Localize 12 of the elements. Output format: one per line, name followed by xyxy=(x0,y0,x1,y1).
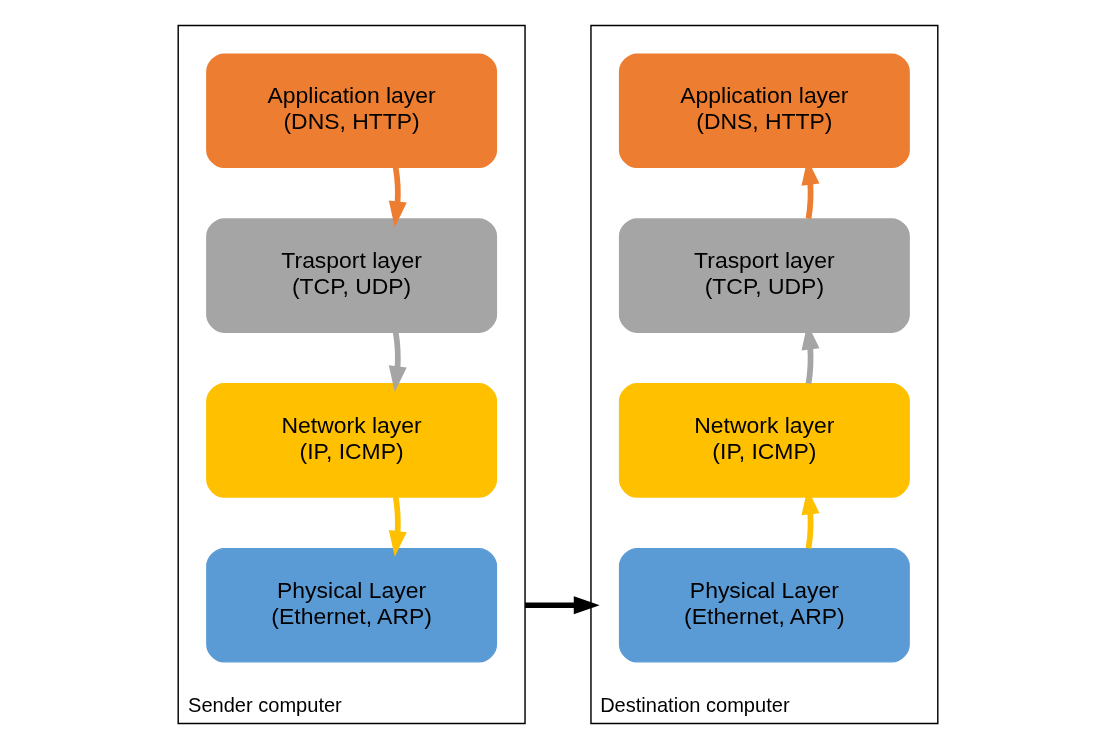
node-box: Trasport layer (TCP, UDP) xyxy=(205,218,497,333)
node-box: Physical Layer (Ethernet, ARP) xyxy=(205,547,497,663)
node-box: Application layer (DNS, HTTP) xyxy=(618,53,910,169)
node-box: Network layer (IP, ICMP) xyxy=(205,383,497,498)
node-box: Network layer (IP, ICMP) xyxy=(618,383,910,498)
arrow xyxy=(388,167,407,228)
arrow xyxy=(388,331,407,393)
node-box: Application layer (DNS, HTTP) xyxy=(205,53,497,169)
arrow xyxy=(524,596,600,615)
node-box: Physical Layer (Ethernet, ARP) xyxy=(618,547,910,663)
arrow xyxy=(388,496,407,557)
node-box: Trasport layer (TCP, UDP) xyxy=(618,218,910,333)
